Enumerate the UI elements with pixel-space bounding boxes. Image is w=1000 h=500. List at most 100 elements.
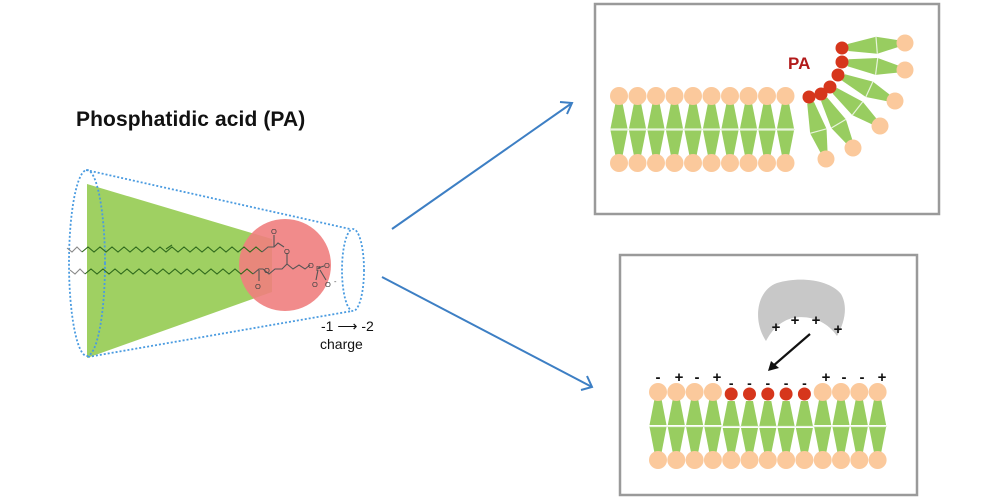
- lipid-head-upper: [628, 87, 647, 105]
- pa-lipid-tip: [871, 117, 889, 135]
- lipid-tail-lower: [814, 427, 832, 453]
- lipid-pair: [702, 87, 721, 172]
- pa-molecule-cone: O O O O O P O O O -: [66, 169, 365, 358]
- pa-head: [835, 55, 849, 69]
- top-panel-pa-curved-lipids: [802, 34, 914, 168]
- protein-shape: [758, 279, 845, 341]
- lipid-pair: [684, 87, 702, 172]
- lipid-tail-upper: [649, 399, 667, 425]
- lipid-tail-lower: [721, 130, 739, 156]
- lipid-tail-upper: [667, 399, 685, 425]
- surface-charge: -: [656, 369, 661, 386]
- lipid-pair: [758, 387, 777, 469]
- protein-charges: ++++: [772, 312, 843, 338]
- lipid-head-upper: [665, 87, 684, 105]
- tail-divider: [851, 101, 864, 116]
- pa-lipid-tip: [896, 34, 914, 52]
- pa-tail: [847, 36, 899, 54]
- pa-lipid: [823, 80, 889, 135]
- pa-lipid-tip: [896, 61, 914, 79]
- hydrophobic-tail-wedge: [87, 184, 272, 358]
- lipid-pair: [758, 87, 776, 172]
- lipid-tail-upper: [759, 401, 777, 426]
- pa-tail: [847, 57, 899, 75]
- pa-head: [743, 387, 756, 401]
- lipid-pair: [667, 383, 686, 469]
- lipid-head-lower: [740, 451, 759, 469]
- lipid-head-lower: [777, 451, 796, 469]
- bottom-panel-bilayer: [649, 383, 887, 469]
- lipid-pair: [739, 87, 758, 172]
- pa-tail: [842, 74, 891, 102]
- pa-surface-charge: -: [802, 375, 807, 391]
- tail-divider: [875, 36, 878, 54]
- surface-charge: +: [675, 369, 684, 386]
- lipid-tail-upper: [610, 103, 628, 129]
- lipid-tail-upper: [777, 103, 794, 129]
- polar-head-circle: [239, 219, 331, 311]
- svg-text:O: O: [264, 266, 270, 275]
- lipid-head-upper: [667, 383, 686, 401]
- charge-label: charge: [320, 336, 363, 352]
- lipid-head-lower: [776, 154, 795, 172]
- arrow-to-top-panel: [391, 101, 574, 230]
- protein-charge: +: [834, 321, 843, 338]
- lipid-pair: [721, 87, 739, 172]
- lipid-tail-lower: [684, 130, 702, 156]
- lipid-pair: [868, 383, 887, 469]
- lipid-head-lower: [795, 451, 814, 469]
- lipid-head-upper: [850, 383, 869, 401]
- lipid-tail-lower: [832, 427, 850, 453]
- svg-text:O: O: [324, 261, 330, 270]
- pa-surface-charge: -: [747, 375, 752, 391]
- lipid-head-lower: [758, 451, 777, 469]
- protein-charge: +: [812, 312, 821, 329]
- lipid-tail-lower: [777, 428, 795, 453]
- pa-surface-charge: -: [729, 375, 734, 391]
- tail-divider: [830, 118, 847, 129]
- pa-surface-charge: -: [765, 375, 770, 391]
- lipid-head-lower: [739, 154, 758, 172]
- lipid-head-upper: [868, 383, 887, 401]
- lipid-head-lower: [628, 154, 647, 172]
- lipid-head-lower: [684, 154, 702, 172]
- lipid-tail-upper: [704, 399, 722, 425]
- pa-tail: [821, 97, 853, 144]
- lipid-head-lower: [610, 154, 628, 172]
- pa-head: [831, 68, 845, 82]
- atom-labels: O O O O O P O O O -: [255, 227, 337, 291]
- lipid-tail-lower: [740, 130, 757, 156]
- pa-lipid-tip: [817, 150, 835, 168]
- lipid-tail-lower: [666, 130, 683, 156]
- lipid-pair: [850, 383, 869, 469]
- lipid-pair: [813, 383, 832, 469]
- lipid-tail-lower: [647, 130, 665, 156]
- lipid-tail-lower: [610, 130, 628, 156]
- cone-outline: [68, 169, 365, 358]
- lipid-pair: [665, 87, 684, 172]
- pa-head: [797, 387, 811, 401]
- tail-divider: [874, 57, 879, 75]
- lipid-pair: [649, 383, 667, 469]
- lipid-head-upper: [758, 87, 776, 105]
- lipid-tail-lower: [795, 428, 813, 453]
- surface-charge: -: [860, 369, 865, 386]
- lipid-tail-lower: [722, 428, 740, 453]
- top-panel-bilayer: [610, 87, 795, 172]
- lipid-tail-upper: [795, 401, 813, 426]
- svg-text:O: O: [308, 261, 314, 270]
- pa-head: [761, 387, 775, 401]
- pa-lipid: [814, 87, 862, 157]
- pa-lipid-tip: [844, 139, 862, 157]
- lipid-tail-upper: [741, 401, 758, 426]
- pa-head: [779, 387, 793, 401]
- svg-text:-: -: [334, 277, 337, 286]
- svg-text:P: P: [316, 264, 321, 273]
- lipid-head-upper: [813, 383, 832, 401]
- lipid-pair: [832, 383, 850, 469]
- pa-head: [724, 387, 738, 401]
- membrane-surface-charges: -+-+-----+--+: [656, 369, 887, 391]
- svg-text:O: O: [312, 280, 318, 289]
- lipid-tail-lower: [869, 427, 887, 453]
